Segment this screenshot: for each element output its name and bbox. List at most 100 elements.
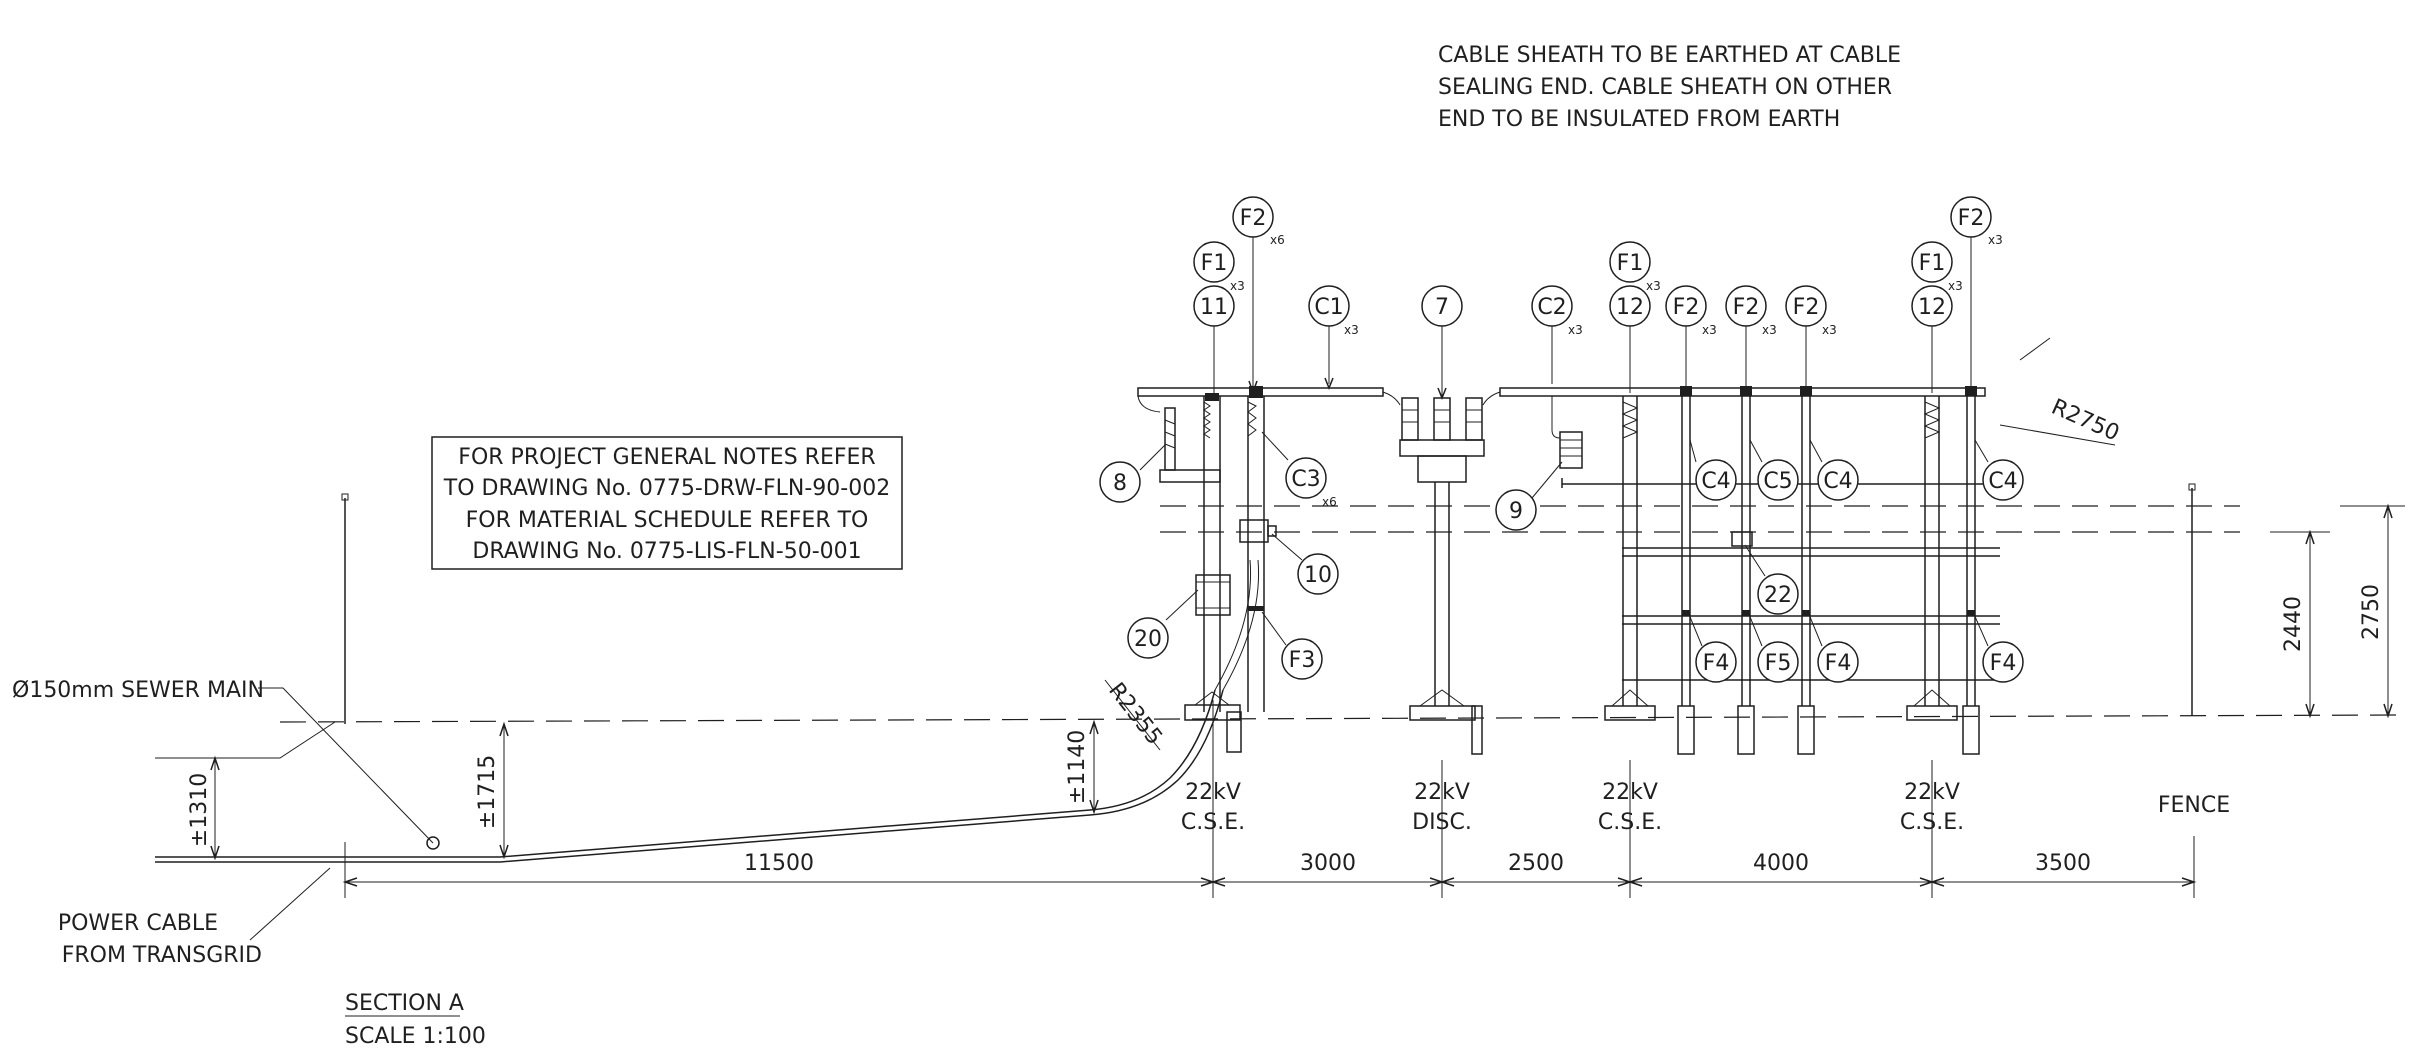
balloon-f2-b <box>1725 285 1767 327</box>
leader-f4c <box>1972 611 1989 647</box>
disc-base-plate <box>1419 689 1465 707</box>
cse1-cap-a <box>1205 393 1219 401</box>
balloon-f4-b-label: F4 <box>1825 651 1852 676</box>
balloon-f4-a <box>1695 641 1737 683</box>
cse1-box-20 <box>1195 574 1231 616</box>
leader-20 <box>1165 589 1199 621</box>
clamp-post-1 <box>1682 610 1690 616</box>
dim-3000: 3000 <box>1300 851 1356 876</box>
leader-c4a <box>1689 439 1697 463</box>
gantry-beam <box>1137 387 1986 413</box>
balloon-f2-top1-qty: x6 <box>1270 233 1285 247</box>
fence-post-left <box>341 493 349 724</box>
disc-insulator-b <box>1433 397 1451 441</box>
power-cable-label-line-1: POWER CABLE <box>58 911 218 936</box>
cap-post-3 <box>1800 386 1812 396</box>
cse1-structure <box>1159 386 1277 753</box>
balloon-f2-c-qty: x3 <box>1822 323 1837 337</box>
general-notes-line-2: TO DRAWING No. 0775-DRW-FLN-90-002 <box>443 476 890 501</box>
dim-1310-arrow-top <box>210 755 220 771</box>
cse1-bracket <box>1159 469 1221 483</box>
existing-ground-step <box>155 721 336 759</box>
balloon-c3-label: C3 <box>1291 467 1320 492</box>
r2355-leader <box>1104 679 1161 751</box>
balloon-c2-label: C2 <box>1537 295 1566 320</box>
disc-footing <box>1409 705 1476 721</box>
balloon-f1-c-label: F1 <box>1919 251 1946 276</box>
arrow-7 <box>1437 387 1447 401</box>
r2750-leader <box>1999 424 2116 446</box>
balloon-f2-b-label: F2 <box>1733 295 1760 320</box>
balloon-11-label: 11 <box>1200 295 1228 320</box>
disc-insulator-c <box>1465 397 1483 441</box>
ground-lines <box>155 505 2406 759</box>
balloon-22 <box>1757 573 1799 615</box>
leader-c5 <box>1749 439 1763 463</box>
power-cable-upper <box>155 689 1216 858</box>
sewer-pipe-icon <box>426 836 440 850</box>
leader-f4a <box>1687 611 1703 647</box>
earthing-note: CABLE SHEATH TO BE EARTHED AT CABLE SEAL… <box>1438 43 1901 132</box>
balloon-c4-c-label: C4 <box>1988 469 2017 494</box>
balloon-c4-b <box>1817 459 1859 501</box>
leader-c3 <box>1261 431 1289 461</box>
cse3-structure <box>1906 386 1980 755</box>
balloon-9-label: 9 <box>1509 499 1523 524</box>
cse1-label-line-1: 22kV <box>1185 780 1241 805</box>
r2750-arc-tick <box>2019 337 2051 361</box>
dim-3500: 3500 <box>2035 851 2091 876</box>
cse1-base-plate <box>1194 691 1230 706</box>
balloon-10-label: 10 <box>1304 563 1332 588</box>
dim-2440-label: 2440 <box>2281 596 2306 652</box>
balloon-f2-b-qty: x3 <box>1762 323 1777 337</box>
balloon-c4-a-label: C4 <box>1701 469 1730 494</box>
balloon-c3-qty: x6 <box>1322 495 1337 509</box>
disc-label-line-2: DISC. <box>1412 810 1472 835</box>
r2355-label: R2355 <box>1103 678 1167 750</box>
radius-annotations: R2355 R2750 <box>1103 337 2123 751</box>
sewer-main: Ø150mm SEWER MAIN <box>12 678 440 850</box>
cse3-support-clamp <box>1967 610 1975 616</box>
balloon-f2-a-label: F2 <box>1673 295 1700 320</box>
cable-bend-riser-2 <box>1222 559 1260 691</box>
balloon-f4-a-label: F4 <box>1703 651 1730 676</box>
cse2-insulator <box>1621 401 1639 439</box>
fence-post-right <box>2188 483 2196 716</box>
balloon-f2-a-qty: x3 <box>1702 323 1717 337</box>
dim-4000: 4000 <box>1753 851 1809 876</box>
support-pier-3 <box>1797 705 1815 755</box>
cse2-structure <box>1551 386 2000 755</box>
leader-9 <box>1531 461 1563 499</box>
balloon-f2-top1-label: F2 <box>1240 206 1267 231</box>
section-scale: SCALE 1:100 <box>345 1024 486 1049</box>
balloon-9 <box>1495 489 1537 531</box>
balloon-f1-a-qty: x3 <box>1230 279 1245 293</box>
item-22-box <box>1731 531 1753 547</box>
disc-label-line-1: 22kV <box>1414 780 1470 805</box>
clamp-post-2 <box>1742 610 1750 616</box>
cap-post-1 <box>1680 386 1692 396</box>
dim-arrow-5 <box>1919 877 1945 887</box>
cse1-surge-arrester <box>1164 407 1176 471</box>
dim-1310-arrow-bottom <box>210 845 220 861</box>
dim-arrow-2 <box>1200 877 1226 887</box>
balloon-f1-b <box>1609 241 1651 283</box>
cse1-insulator-b <box>1247 401 1257 437</box>
balloon-12-a <box>1609 285 1651 327</box>
callouts: F2 x6 F1 x3 11 C1 x3 7 C2 x3 F1 x3 12 F2… <box>1099 196 2024 683</box>
power-cable-leader <box>249 867 331 941</box>
general-notes-box: FOR PROJECT GENERAL NOTES REFER TO DRAWI… <box>431 436 903 570</box>
clamp-post-3 <box>1802 610 1810 616</box>
cse1-footing <box>1184 704 1241 721</box>
section-title: SECTION A <box>345 991 464 1016</box>
balloon-f1-c <box>1911 241 1953 283</box>
balloon-c1-label: C1 <box>1314 295 1343 320</box>
balloon-f2-top2-qty: x3 <box>1988 233 2003 247</box>
balloon-f2-c-label: F2 <box>1793 295 1820 320</box>
beam-right-end <box>1482 391 1501 406</box>
cable-bend-riser <box>1214 559 1252 691</box>
balloon-11 <box>1193 285 1235 327</box>
cse3-insulator <box>1923 401 1941 439</box>
cse3-label-line-2: C.S.E. <box>1900 810 1964 835</box>
beam-left-hook <box>1137 395 1161 413</box>
